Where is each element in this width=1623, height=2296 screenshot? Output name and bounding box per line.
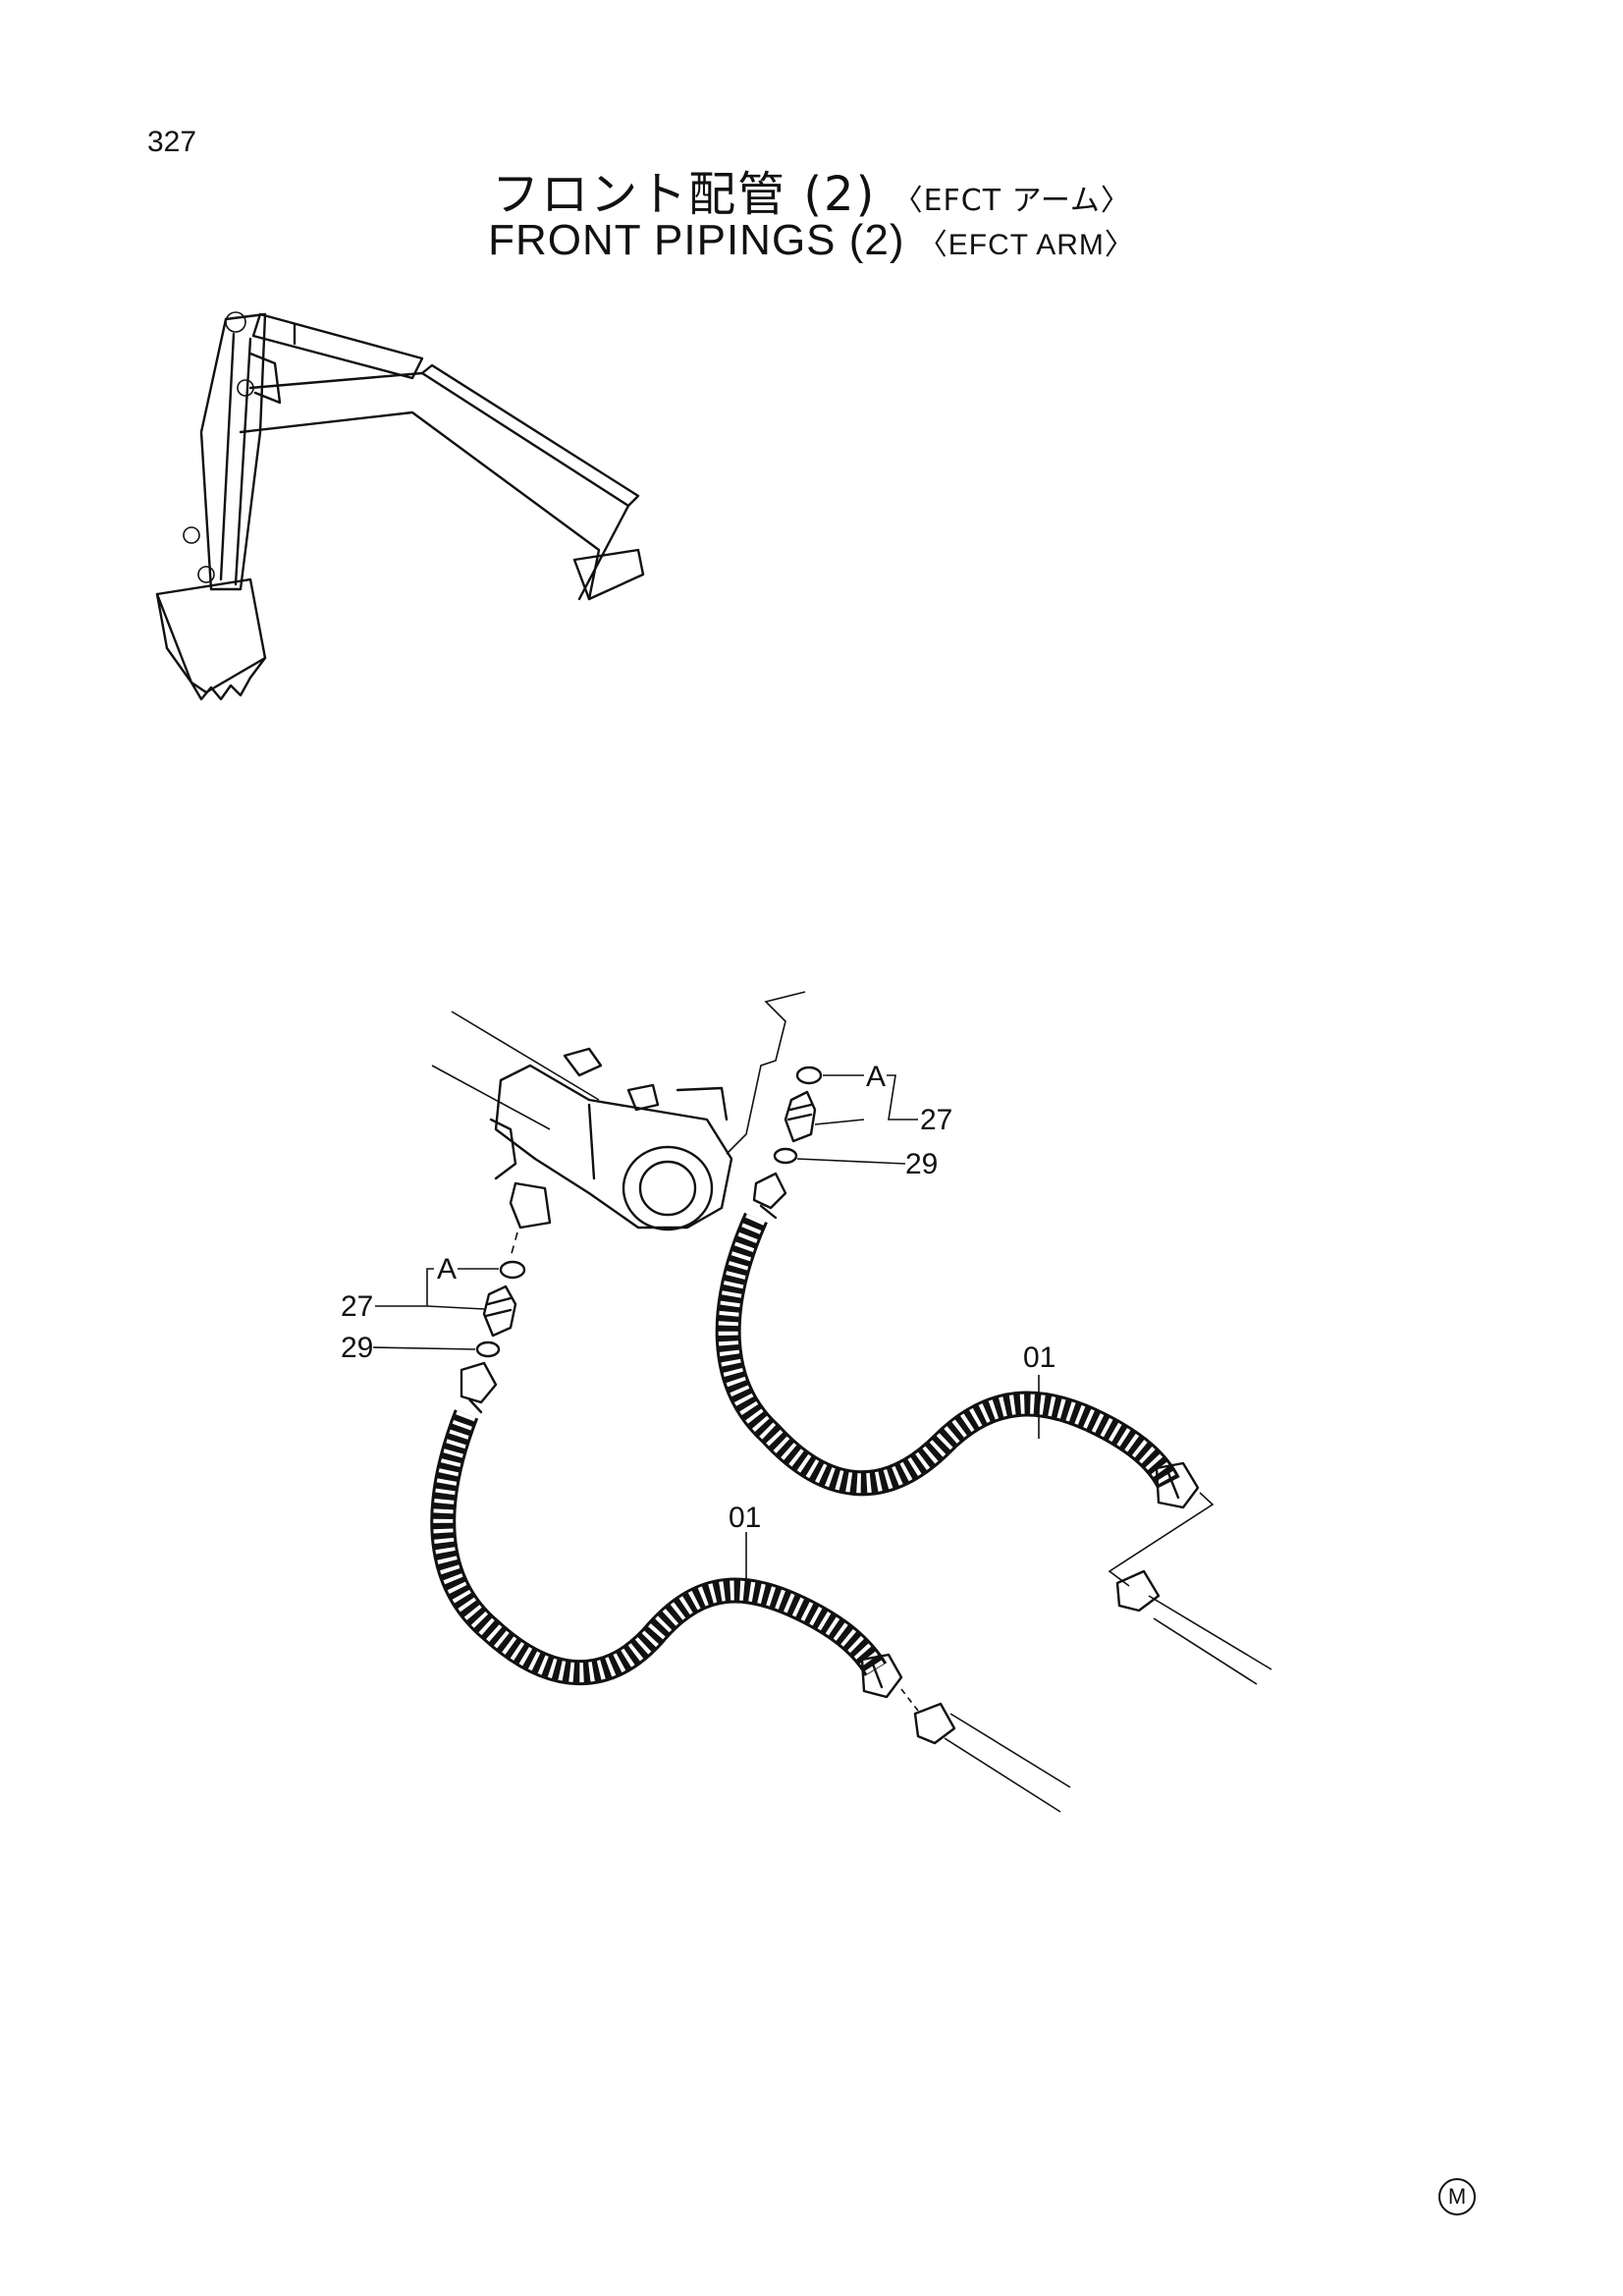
title-jp-tag: 〈EFCT アーム〉 — [893, 184, 1131, 218]
lower-o-ring-a — [499, 1260, 526, 1280]
callout-01-upper: 01 — [1023, 1341, 1055, 1374]
title-english: FRONT PIPINGS (2) 〈EFCT ARM〉 — [0, 216, 1623, 265]
callout-27-lower: 27 — [341, 1290, 373, 1323]
lower-hose: 01 — [430, 1361, 1071, 1813]
upper-fitting-group: A 27 29 — [773, 1061, 952, 1180]
callout-29-upper: 29 — [905, 1148, 938, 1180]
title-japanese: フロント配管 (2) 〈EFCT アーム〉 — [0, 155, 1623, 224]
manufacturer-mark-icon: M — [1438, 2178, 1476, 2215]
title-jp-text: フロント配管 (2) — [492, 167, 877, 222]
lower-seal-29 — [475, 1340, 501, 1358]
upper-seal-29 — [773, 1147, 798, 1165]
title-en-text: FRONT PIPINGS (2) — [488, 216, 905, 264]
title-en-tag: 〈EFCT ARM〉 — [917, 229, 1135, 261]
upper-fitting-27 — [784, 1090, 817, 1143]
upper-hose: 01 — [715, 1172, 1272, 1685]
lower-fitting-27 — [482, 1285, 517, 1338]
callout-01-lower: 01 — [729, 1502, 761, 1534]
page-number: 327 — [147, 126, 197, 158]
lower-fitting-group: A 27 29 — [341, 1253, 526, 1364]
callout-29-lower: 29 — [341, 1332, 373, 1364]
callout-27-upper: 27 — [920, 1104, 952, 1136]
cylinder-fitting-illustration — [431, 991, 806, 1258]
callout-a-lower: A — [437, 1253, 457, 1285]
callout-a-upper: A — [866, 1061, 886, 1093]
upper-o-ring-a — [795, 1066, 823, 1085]
arm-overview-illustration — [155, 311, 645, 701]
